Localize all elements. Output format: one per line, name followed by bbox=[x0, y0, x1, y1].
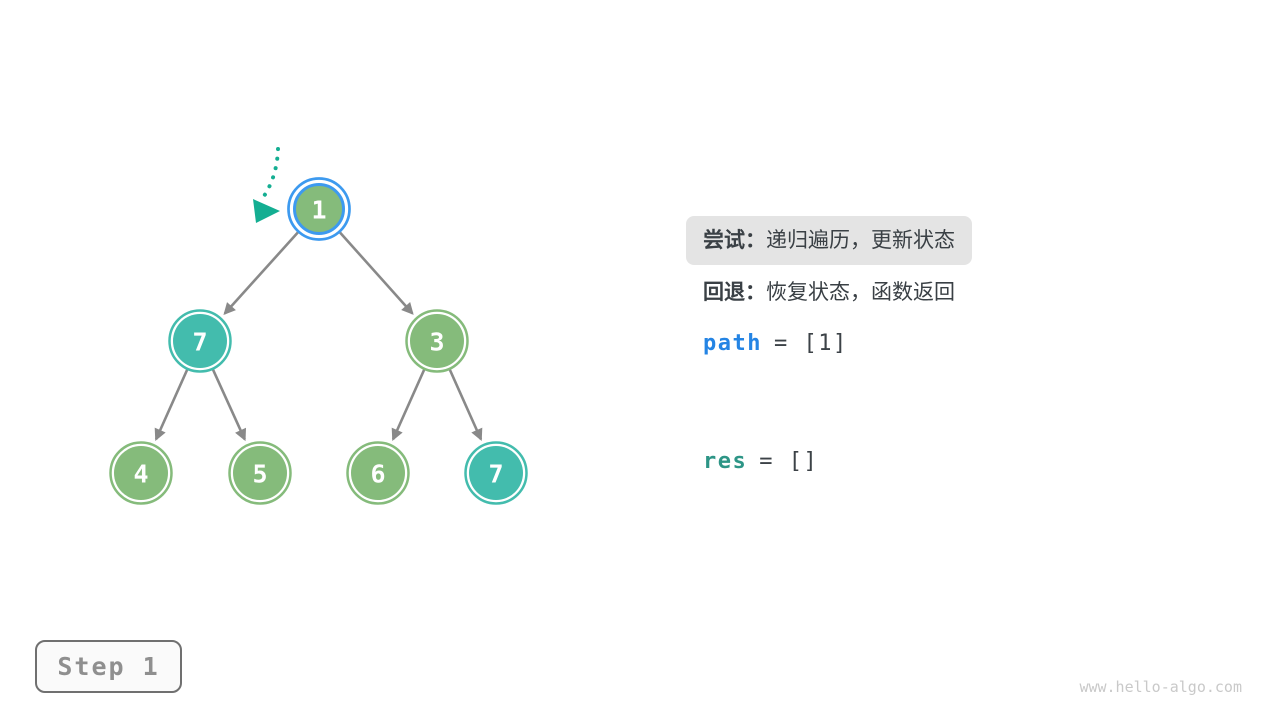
path-var: path bbox=[703, 331, 762, 356]
tree-node-n6: 6 bbox=[346, 441, 410, 505]
tree-node-value: 4 bbox=[133, 460, 148, 489]
res-variable-line: res = [] bbox=[703, 449, 818, 474]
tree-edge bbox=[448, 367, 483, 442]
tree-edge bbox=[211, 367, 247, 442]
try-text: 递归遍历，更新状态 bbox=[766, 229, 955, 252]
annotation-backtrack: 回退：恢复状态，函数返回 bbox=[703, 278, 955, 308]
watermark: www.hello-algo.com bbox=[1079, 678, 1242, 696]
tree-node-n7l: 7 bbox=[168, 309, 232, 373]
tree-edge bbox=[154, 367, 189, 442]
tree-node-n3: 3 bbox=[405, 309, 469, 373]
tree-node-value: 3 bbox=[429, 328, 444, 357]
step-badge: Step 1 bbox=[35, 640, 182, 693]
path-value: = [1] bbox=[773, 331, 848, 356]
tree-node-n1: 1 bbox=[287, 177, 351, 241]
backtrack-label: 回退： bbox=[703, 281, 766, 304]
res-value: = [] bbox=[759, 449, 819, 474]
tree-node-value: 1 bbox=[311, 196, 326, 225]
tree-edge bbox=[338, 230, 414, 315]
res-var: res bbox=[703, 449, 748, 474]
backtrack-text: 恢复状态，函数返回 bbox=[766, 281, 955, 304]
step-label: Step 1 bbox=[57, 652, 160, 681]
path-variable-line: path = [1] bbox=[703, 331, 848, 356]
tree-node-n4: 4 bbox=[109, 441, 173, 505]
tree-node-value: 5 bbox=[252, 460, 267, 489]
annotation-try: 尝试：递归遍历，更新状态 bbox=[686, 216, 972, 265]
tree-node-n5: 5 bbox=[228, 441, 292, 505]
binary-tree-diagram: 1 7 3 4 5 6 7 bbox=[109, 147, 528, 505]
tree-node-value: 6 bbox=[370, 460, 385, 489]
tree-node-value: 7 bbox=[192, 328, 207, 357]
tree-node-value: 7 bbox=[488, 460, 503, 489]
current-node-pointer-arrow bbox=[253, 147, 280, 223]
tree-edge bbox=[223, 230, 300, 316]
tree-node-n7r: 7 bbox=[464, 441, 528, 505]
try-label: 尝试： bbox=[703, 229, 766, 252]
tree-edge bbox=[391, 367, 426, 442]
